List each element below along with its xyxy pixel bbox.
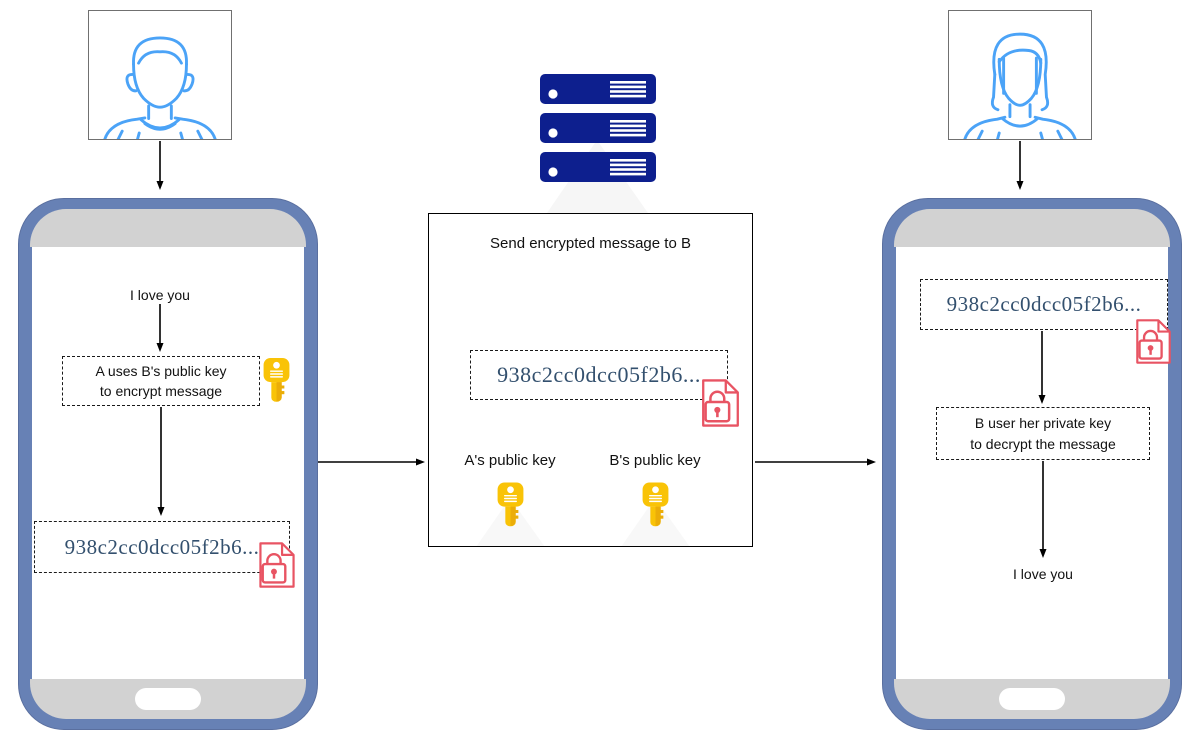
server-stack-icon	[540, 74, 656, 182]
receiver-avatar-box	[948, 10, 1092, 140]
decrypt-note-line1: B user her private key	[974, 415, 1112, 432]
encrypt-note-line1: A uses B's public key	[95, 362, 227, 379]
decrypt-note-line2: to decrypt the message	[970, 435, 1116, 452]
plain-message-receiver: I love you	[1013, 566, 1073, 582]
public-key-icon	[261, 357, 292, 402]
cipher-text: 938c2cc0dcc05f2b6...	[946, 292, 1142, 316]
decrypt-note-box: B user her private key to decrypt the me…	[936, 407, 1150, 460]
key-b-label: B's public key	[609, 452, 701, 469]
encrypted-file-icon	[697, 379, 744, 427]
encrypt-note-box: A uses B's public key to encrypt message	[62, 356, 260, 406]
public-key-b-icon	[640, 481, 671, 527]
cipher-box-sender: 938c2cc0dcc05f2b6...	[34, 521, 290, 573]
female-user-icon	[957, 24, 1083, 140]
home-button	[135, 688, 201, 710]
cipher-text: 938c2cc0dcc05f2b6...	[497, 362, 701, 387]
cipher-text: 938c2cc0dcc05f2b6...	[64, 534, 260, 559]
key-a-label: A's public key	[464, 452, 556, 469]
phone-bottom-bezel	[894, 679, 1170, 719]
receiver-phone	[882, 198, 1182, 730]
public-key-a-icon	[495, 481, 526, 527]
plain-message-sender: I love you	[130, 287, 190, 303]
phone-bottom-bezel	[30, 679, 306, 719]
male-user-icon	[97, 24, 223, 140]
server-panel-title: Send encrypted message to B	[490, 235, 691, 252]
encrypted-file-icon	[255, 542, 299, 588]
home-button	[999, 688, 1065, 710]
phone-top-bezel	[894, 209, 1170, 247]
cipher-box-server: 938c2cc0dcc05f2b6...	[470, 350, 728, 400]
cipher-box-receiver: 938c2cc0dcc05f2b6...	[920, 279, 1168, 330]
phone-top-bezel	[30, 209, 306, 247]
phone-screen	[896, 247, 1168, 679]
sender-phone	[18, 198, 318, 730]
encrypt-note-line2: to encrypt message	[99, 383, 223, 399]
phone-screen	[32, 247, 304, 679]
server-message-panel	[428, 213, 753, 547]
encrypted-file-icon	[1132, 319, 1175, 364]
sender-avatar-box	[88, 10, 232, 140]
